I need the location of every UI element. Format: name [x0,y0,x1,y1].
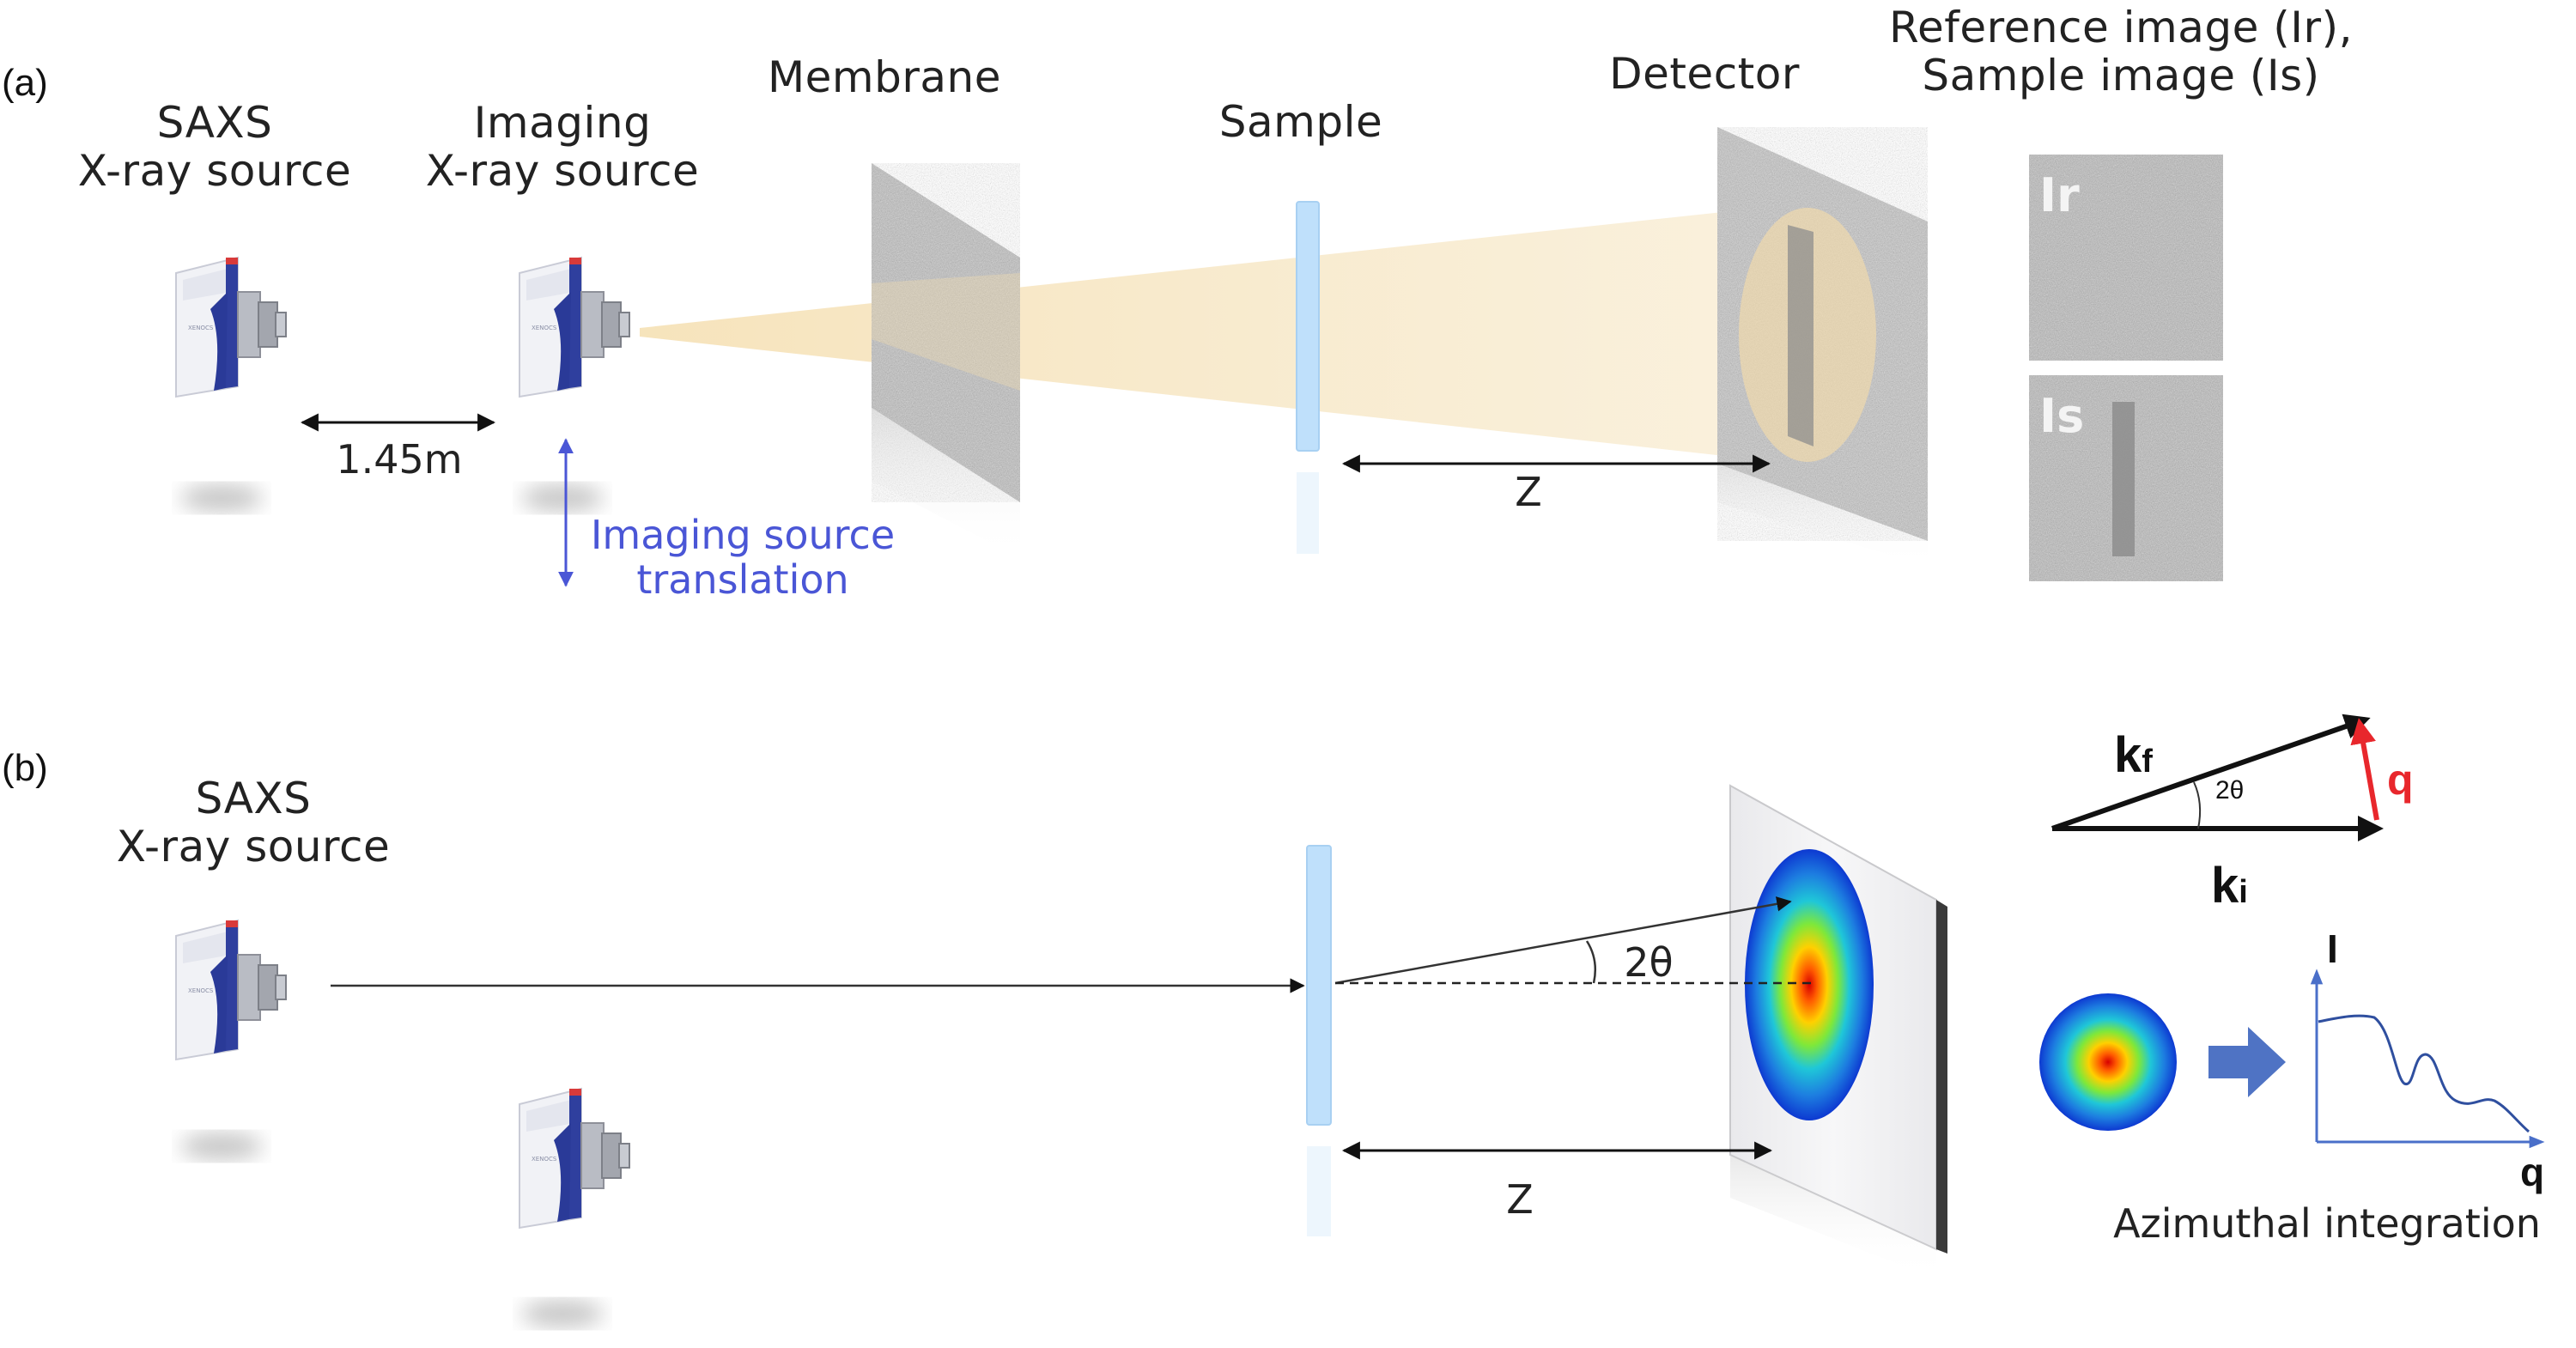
z-label-b: Z [1506,1176,1534,1223]
membrane-plate [872,163,1020,558]
integrated-pattern-disc [2039,993,2177,1131]
ki-subscript: i [2239,874,2248,910]
panel-a [175,127,2223,587]
sample-slab-a [1296,201,1320,452]
imaging-beam [640,204,1795,464]
imaging-source-label-line2: X-ray source [425,146,700,196]
distance-label: 1.45m [336,436,463,483]
block-arrow [2208,1027,2286,1097]
sample-image [2029,375,2223,581]
saxs-source-device-a [175,257,287,398]
sample-slab-b [1306,845,1332,1126]
saxs-source-shadow-b [180,1132,263,1160]
angle-label-2theta: 2θ [1624,939,1674,986]
saxs-source-label-a: SAXS X-ray source [60,99,369,195]
panel-b-tag: (b) [2,747,48,789]
imaging-source-label: Imaging X-ray source [404,99,721,195]
reference-image [2029,155,2223,361]
saxs-source-label-b-line2: X-ray source [116,822,391,871]
saxs-source-label-a-line2: X-ray source [77,146,352,196]
plot-y-label: I [2327,926,2338,971]
angle-arc-2theta [1585,940,1596,984]
sample-reflection-b [1307,1146,1331,1236]
membrane-label: Membrane [768,52,1001,102]
imaging-source-device [519,257,630,398]
translation-label-line1: Imaging source [590,512,896,558]
panel-b [175,713,2545,1327]
imaging-source-device-b [519,1088,630,1229]
intensity-profile-curve [2318,1014,2530,1133]
azimuthal-integration-label: Azimuthal integration [2113,1200,2541,1247]
ref-image-tag: Ir [2039,168,2080,222]
saxs-source-label-a-line1: SAXS [156,98,273,148]
sample-image-tag: Is [2039,389,2085,443]
translation-label-line2: translation [636,556,849,603]
kf-subscript: f [2142,744,2153,780]
q-vector [2350,718,2379,821]
detector-label: Detector [1609,49,1800,99]
imaging-source-shadow-b [521,1300,604,1327]
vector-angle-arc [2193,781,2202,829]
kf-symbol: k [2114,727,2142,783]
translation-label: Imaging source translation [567,513,919,602]
kf-vector [2051,713,2371,831]
vector-angle-label: 2θ [2215,776,2245,805]
panel-a-tag: (a) [2,62,48,104]
images-title-line1: Reference image (Ir), [1888,3,2354,52]
z-label-a: Z [1515,469,1542,515]
sample-label: Sample [1218,97,1383,147]
images-title: Reference image (Ir), Sample image (Is) [1838,3,2404,100]
kf-label: kf [2114,727,2153,784]
detector-plate-b [1729,784,1947,1279]
saxs-pattern-spot [1745,849,1874,1120]
saxs-source-device-b [175,920,287,1060]
saxs-source-label-b: SAXS X-ray source [86,774,421,871]
imaging-source-shadow [521,484,604,512]
images-title-line2: Sample image (Is) [1922,51,2320,100]
scattered-ray [1334,896,1792,985]
saxs-source-label-b-line1: SAXS [195,774,312,823]
q-label: q [2387,756,2414,804]
ki-symbol: k [2211,858,2239,914]
saxs-source-shadow-a [180,484,263,512]
ki-label: ki [2211,858,2248,914]
detector-plate-a [1717,127,1928,567]
sample-reflection-a [1297,472,1319,554]
plot-x-label: q [2520,1150,2545,1194]
imaging-source-label-line1: Imaging [473,98,652,148]
